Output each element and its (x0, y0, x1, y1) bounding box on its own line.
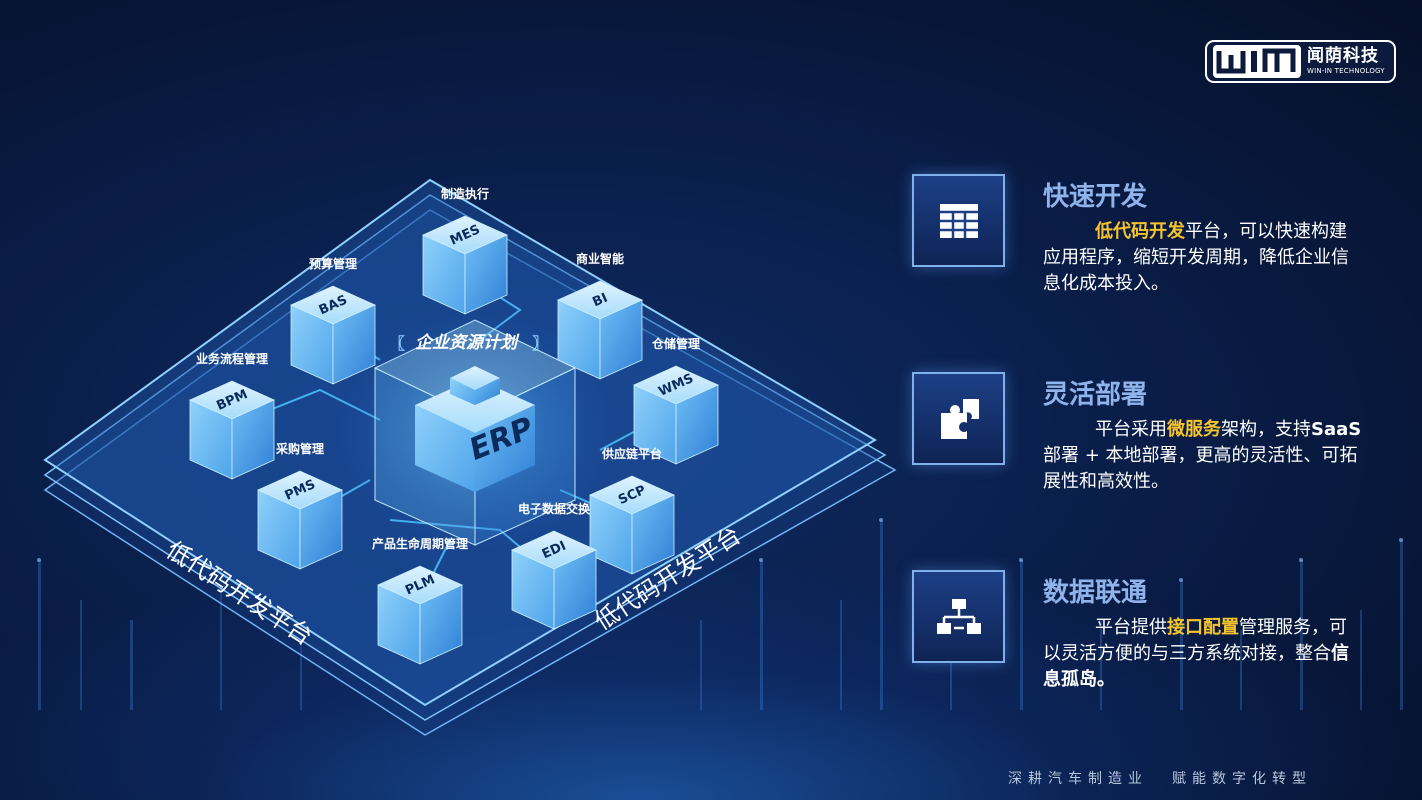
feature-text-pre: 平台提供 (1095, 617, 1167, 638)
logo-name-en: WIN-IN TECHNOLOGY (1307, 67, 1385, 75)
feature-highlight: 微服务 (1167, 419, 1221, 440)
slogan-right: 赋能数字化转型 (1172, 771, 1312, 787)
feature-data-connect: 数据联通 平台提供接口配置管理服务，可以灵活方便的与三方系统对接，整合信息孤岛。 (912, 570, 1349, 690)
feature-highlight: 接口配置 (1167, 617, 1239, 638)
module-label: 电子数据交换 (518, 501, 591, 516)
module-cube-bi: BI 商业智能 (557, 251, 643, 380)
feature-bold: SaaS (1311, 419, 1362, 440)
module-code: BI (590, 291, 610, 311)
module-label: 仓储管理 (651, 336, 700, 351)
feature-text-mid: 管理服务，可以灵活方便的与三方系统对接，整合 (1043, 617, 1347, 664)
feature-title: 灵活部署 (1043, 380, 1148, 410)
feature-description: 平台提供接口配置管理服务，可以灵活方便的与三方系统对接，整合信息孤岛。 (1043, 615, 1363, 693)
feature-text-mid: 架构，支持 (1221, 419, 1311, 440)
slogan-left: 深耕汽车制造业 (1008, 771, 1148, 787)
module-label: 预算管理 (309, 256, 357, 271)
erp-center: ERP 〖 企业资源计划 〗 (335, 310, 615, 550)
feature-title: 数据联通 (1043, 578, 1148, 608)
feature-text-pre: 平台采用 (1095, 419, 1167, 440)
feature-title: 快速开发 (1043, 182, 1148, 212)
network-icon (912, 570, 1005, 663)
module-label: 制造执行 (441, 186, 489, 201)
puzzle-icon (912, 372, 1005, 465)
bracket-left-icon: 〖 (389, 334, 405, 353)
feature-text: 部署 + 本地部署，更高的灵活性、可拓展性和高效性。 (1043, 445, 1358, 492)
erp-title: 企业资源计划 (415, 333, 520, 353)
company-logo: 闻荫科技 WIN-IN TECHNOLOGY (1205, 40, 1396, 83)
feature-text: 平台，可以快速构建应用程序，缩短开发周期，降低企业信息化成本投入。 (1043, 221, 1349, 294)
background-glow (0, 570, 1422, 800)
grid-icon (912, 174, 1005, 267)
module-label: 产品生命周期管理 (372, 536, 468, 551)
feature-flexible-deploy: 灵活部署 平台采用微服务架构，支持SaaS 部署 + 本地部署，更高的灵活性、可拓… (912, 372, 1361, 492)
slogan: 深耕汽车制造业 赋能数字化转型 (1008, 768, 1312, 788)
module-label: 采购管理 (275, 441, 324, 456)
feature-highlight: 低代码开发 (1095, 221, 1185, 242)
bracket-right-icon: 〗 (532, 334, 548, 353)
feature-bold: 信息孤岛。 (1043, 643, 1349, 690)
module-label: 业务流程管理 (196, 351, 268, 366)
module-label: 商业智能 (576, 251, 624, 266)
logo-name-cn: 闻荫科技 (1307, 46, 1379, 66)
win-logo-mark (1213, 45, 1301, 78)
feature-description: 平台采用微服务架构，支持SaaS 部署 + 本地部署，更高的灵活性、可拓展性和高效… (1043, 417, 1363, 495)
feature-rapid-dev: 快速开发 低代码开发平台，可以快速构建应用程序，缩短开发周期，降低企业信息化成本… (912, 174, 1349, 294)
feature-description: 低代码开发平台，可以快速构建应用程序，缩短开发周期，降低企业信息化成本投入。 (1043, 219, 1363, 297)
module-label: 供应链平台 (601, 446, 662, 461)
